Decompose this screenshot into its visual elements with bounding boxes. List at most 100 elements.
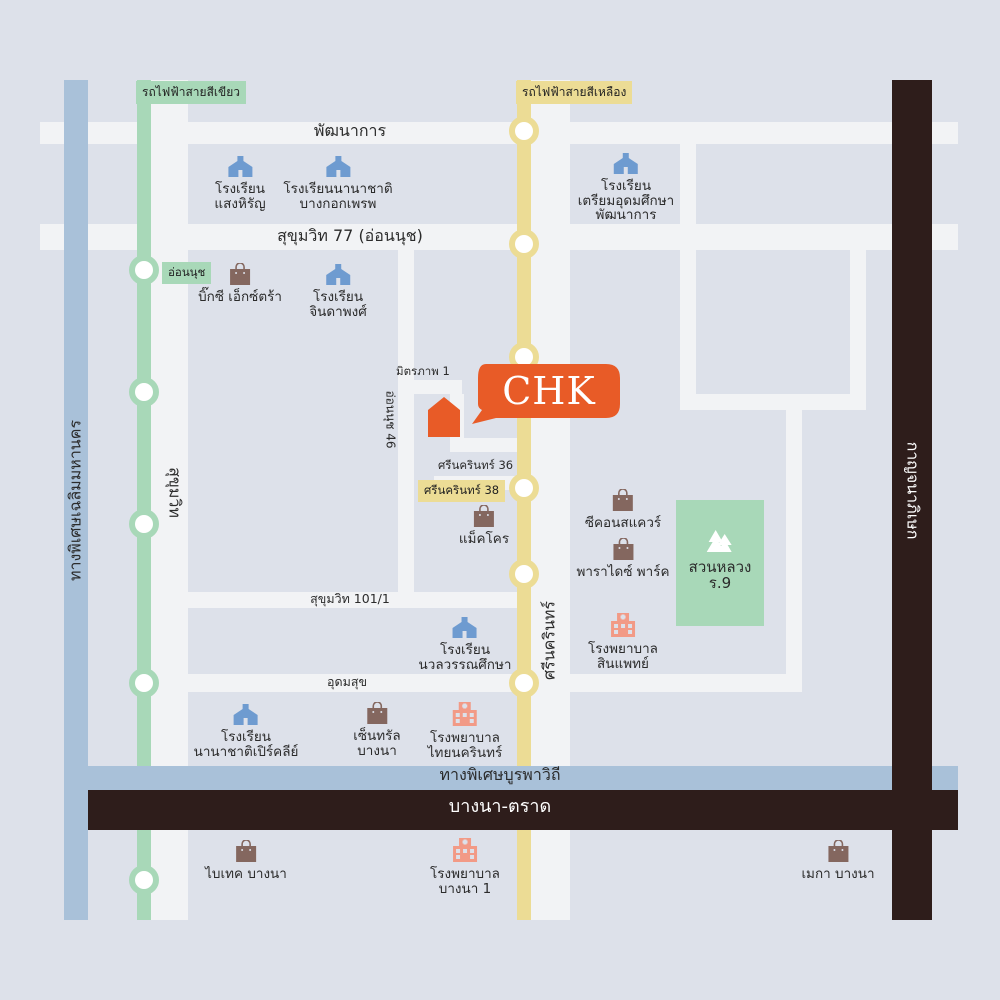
green-station-onnut[interactable]	[129, 255, 159, 285]
hospital-icon	[453, 702, 477, 726]
shopping-bag-icon	[473, 505, 494, 527]
label-burapha-withi: ทางพิเศษบูรพาวิถี	[439, 765, 561, 784]
poi-school-bangkok-prep[interactable]: โรงเรียนนานาชาติบางกอกเพรพ	[283, 155, 393, 212]
yellow-station-6[interactable]	[509, 668, 539, 698]
yellow-station-5[interactable]	[509, 559, 539, 589]
poi-text-1: เมกา บางนา	[801, 866, 875, 882]
label-mittraphap1: มิตรภาพ 1	[396, 364, 450, 378]
poi-text-2: บางนา 1	[438, 880, 492, 897]
poi-bitec-bangna[interactable]: ไบเทค บางนา	[205, 840, 287, 882]
green-station-5[interactable]	[129, 865, 159, 895]
poi-text-2: บางนา	[357, 742, 397, 759]
label-sukhumvit77: สุขุมวิท 77 (อ่อนนุช)	[277, 226, 423, 245]
school-icon	[325, 264, 350, 285]
poi-suan-luang[interactable]: สวนหลวงร.9	[688, 530, 752, 593]
poi-text-1: ซีคอนสแควร์	[584, 515, 662, 531]
road-sukhumvit101-1	[188, 592, 530, 608]
road-udomsuk	[150, 674, 802, 692]
road-right-grid-h	[680, 394, 866, 410]
road-right-grid-v3	[786, 410, 802, 692]
label-chalerm-mahanakorn: ทางพิเศษเฉลิมมหานคร	[65, 419, 85, 582]
yellow-station-1[interactable]	[509, 116, 539, 146]
road-srinakarin36-h	[450, 438, 530, 452]
green-station-2[interactable]	[129, 377, 159, 407]
shopping-bag-icon	[367, 702, 387, 724]
project-house-icon[interactable]	[428, 397, 460, 437]
poi-school-chindaphong[interactable]: โรงเรียนจินดาพงศ์	[309, 263, 367, 319]
tree-icon	[706, 530, 732, 552]
poi-text-1: บิ๊กซี เอ็กซ์ตร้า	[198, 289, 282, 305]
poi-school-pearl[interactable]: โรงเรียนนานาชาติเปิร์คลีย์	[193, 703, 299, 760]
road-right-grid-v2	[850, 250, 866, 410]
yellow-station-2[interactable]	[509, 229, 539, 259]
poi-hospital-bangna1[interactable]: โรงพยาบาลบางนา 1	[430, 838, 500, 896]
poi-text-1: ไบเทค บางนา	[205, 866, 287, 882]
poi-seacon-square[interactable]: ซีคอนสแควร์	[585, 489, 661, 531]
label-srinakarin36: ศรีนครินทร์ 36	[438, 458, 514, 472]
poi-school-triam-pattanakan[interactable]: โรงเรียนเตรียมอุดมศึกษาพัฒนาการ	[578, 152, 674, 223]
poi-text-2: สินแพทย์	[597, 655, 649, 672]
school-icon	[613, 153, 638, 174]
poi-text-2: เตรียมอุดมศึกษา	[577, 192, 675, 209]
shopping-bag-icon	[613, 489, 633, 511]
poi-text-2: แสงหิรัญ	[214, 195, 266, 212]
road-mittraphap1	[414, 380, 462, 394]
poi-text-1: โรงเรียน	[220, 729, 272, 745]
school-icon	[234, 704, 258, 725]
burapha-withi-expressway	[64, 766, 958, 790]
suan-luang-park	[676, 500, 764, 626]
poi-text-1: เซ็นทรัล	[353, 728, 401, 744]
label-sukhumvit: สุขุมวิท	[165, 467, 185, 518]
poi-text-2: ไทยนครินทร์	[427, 744, 503, 761]
label-pattanakan: พัฒนาการ	[313, 121, 387, 140]
shopping-bag-icon	[229, 263, 250, 285]
label-onnut46: อ่อนนุช 46	[383, 390, 398, 449]
poi-mega-bangna[interactable]: เมกา บางนา	[801, 840, 875, 882]
label-kanchanaphisek: กาญจนาภิเษก	[903, 441, 923, 540]
kanchanaphisek-road	[892, 80, 932, 920]
shopping-bag-icon	[613, 538, 633, 560]
yellow-station-srinakarin38[interactable]	[509, 473, 539, 503]
chk-logo-text: CHK	[502, 369, 596, 413]
hospital-icon	[453, 838, 477, 862]
poi-text-2: นวลวรรณศึกษา	[418, 656, 512, 673]
srinakarin38-station-label: ศรีนครินทร์ 38	[418, 480, 506, 502]
poi-central-bangna[interactable]: เซ็นทรัลบางนา	[353, 702, 401, 759]
label-udomsuk: อุดมสุข	[326, 674, 368, 689]
road-pattanakan	[40, 122, 958, 144]
shopping-bag-icon	[828, 840, 848, 862]
poi-bigc-extra[interactable]: บิ๊กซี เอ็กซ์ตร้า	[198, 263, 282, 305]
green-line-label: รถไฟฟ้าสายสีเขียว	[136, 81, 246, 104]
poi-paradise-park[interactable]: พาราไดซ์ พาร์ค	[576, 538, 670, 580]
poi-text-2: ร.9	[708, 574, 732, 593]
poi-school-saengsirin[interactable]: โรงเรียนแสงหิรัญ	[214, 155, 266, 212]
label-bangna-trad: บางนา-ตราด	[448, 796, 552, 817]
school-icon	[325, 156, 350, 177]
green-station-3[interactable]	[129, 509, 159, 539]
label-srinakarin: ศรีนครินทร์	[539, 600, 559, 681]
poi-text-2: นานาชาติเปิร์คลีย์	[193, 743, 299, 760]
poi-text-1: พาราไดซ์ พาร์ค	[576, 564, 670, 580]
green-line	[137, 80, 151, 920]
poi-makro[interactable]: แม็คโคร	[459, 505, 509, 547]
green-station-4[interactable]	[129, 668, 159, 698]
poi-hospital-sinphaet[interactable]: โรงพยาบาลสินแพทย์	[588, 613, 658, 671]
shopping-bag-icon	[236, 840, 256, 862]
bangna-trad-road	[88, 790, 958, 830]
poi-hospital-thainakarin[interactable]: โรงพยาบาลไทยนครินทร์	[427, 702, 503, 761]
poi-text-1: สวนหลวง	[688, 558, 752, 576]
school-icon	[452, 617, 477, 638]
hospital-icon	[611, 613, 635, 637]
poi-text-2: บางกอกเพรพ	[299, 195, 377, 212]
road-sukhumvit77	[40, 224, 958, 250]
poi-text-1: โรงเรียน	[312, 289, 364, 305]
poi-text-1: แม็คโคร	[458, 531, 510, 547]
poi-text-1: โรงเรียน	[439, 642, 491, 658]
chk-logo-callout[interactable]: CHK	[472, 364, 620, 424]
poi-text-1: โรงเรียน	[214, 181, 266, 197]
poi-text-1: โรงพยาบาล	[430, 866, 500, 882]
road-right-grid-v1	[680, 144, 696, 410]
poi-school-nawaloworn[interactable]: โรงเรียนนวลวรรณศึกษา	[418, 616, 512, 673]
onnut-station-label: อ่อนนุช	[162, 262, 212, 284]
poi-text-1: โรงพยาบาล	[430, 730, 500, 746]
